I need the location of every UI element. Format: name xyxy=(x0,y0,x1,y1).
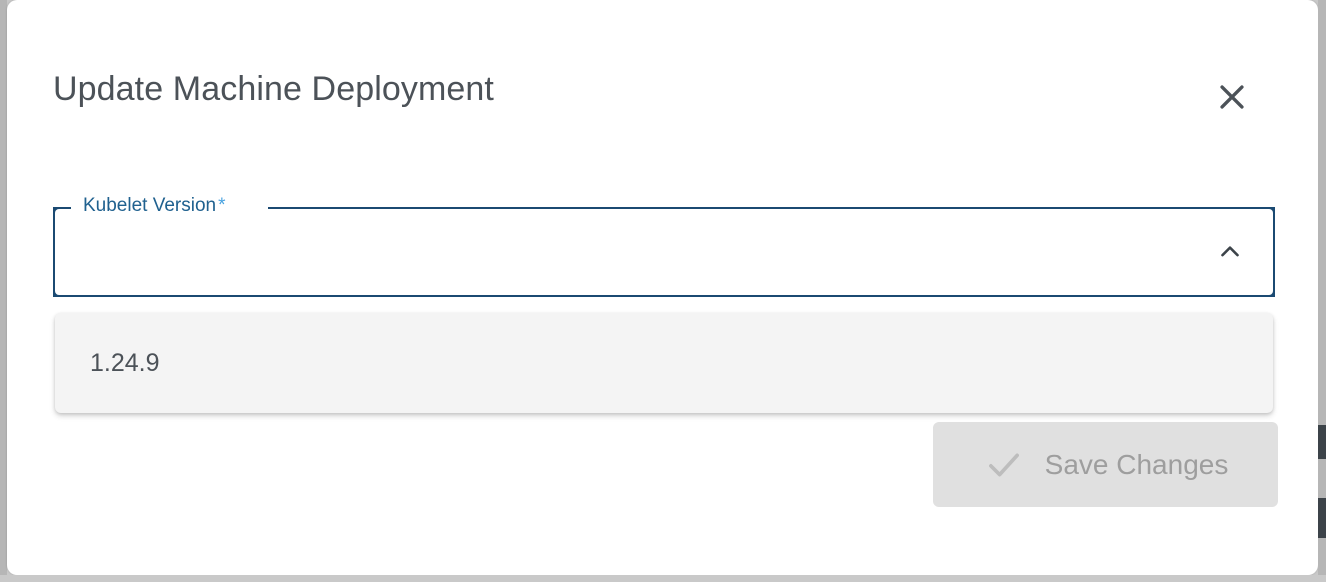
page-title: Update Machine Deployment xyxy=(53,70,494,108)
close-button[interactable] xyxy=(1204,70,1260,124)
scrollbar-thumb[interactable] xyxy=(1318,425,1326,459)
close-icon xyxy=(1215,80,1249,114)
kubelet-version-select[interactable] xyxy=(55,209,1273,295)
check-icon xyxy=(983,444,1025,486)
left-gutter xyxy=(0,0,7,582)
scrollbar-thumb[interactable] xyxy=(1318,498,1326,538)
dialog-header: Update Machine Deployment xyxy=(7,0,1318,160)
save-changes-label: Save Changes xyxy=(1044,448,1229,480)
chevron-up-icon xyxy=(1215,237,1245,267)
kubelet-version-label-text: Kubelet Version xyxy=(83,195,217,216)
bottom-gutter xyxy=(0,575,1326,582)
kubelet-version-field: Kubelet Version* xyxy=(53,194,1275,297)
scrollbar[interactable] xyxy=(1318,0,1326,582)
kubelet-version-dropdown-panel[interactable]: 1.24.9 xyxy=(55,313,1273,413)
required-asterisk: * xyxy=(218,195,226,216)
save-changes-button[interactable]: Save Changes xyxy=(933,422,1278,507)
dropdown-option[interactable]: 1.24.9 xyxy=(90,348,160,377)
update-machine-deployment-dialog: Update Machine Deployment xyxy=(7,0,1318,575)
kubelet-version-label: Kubelet Version* xyxy=(77,194,232,218)
